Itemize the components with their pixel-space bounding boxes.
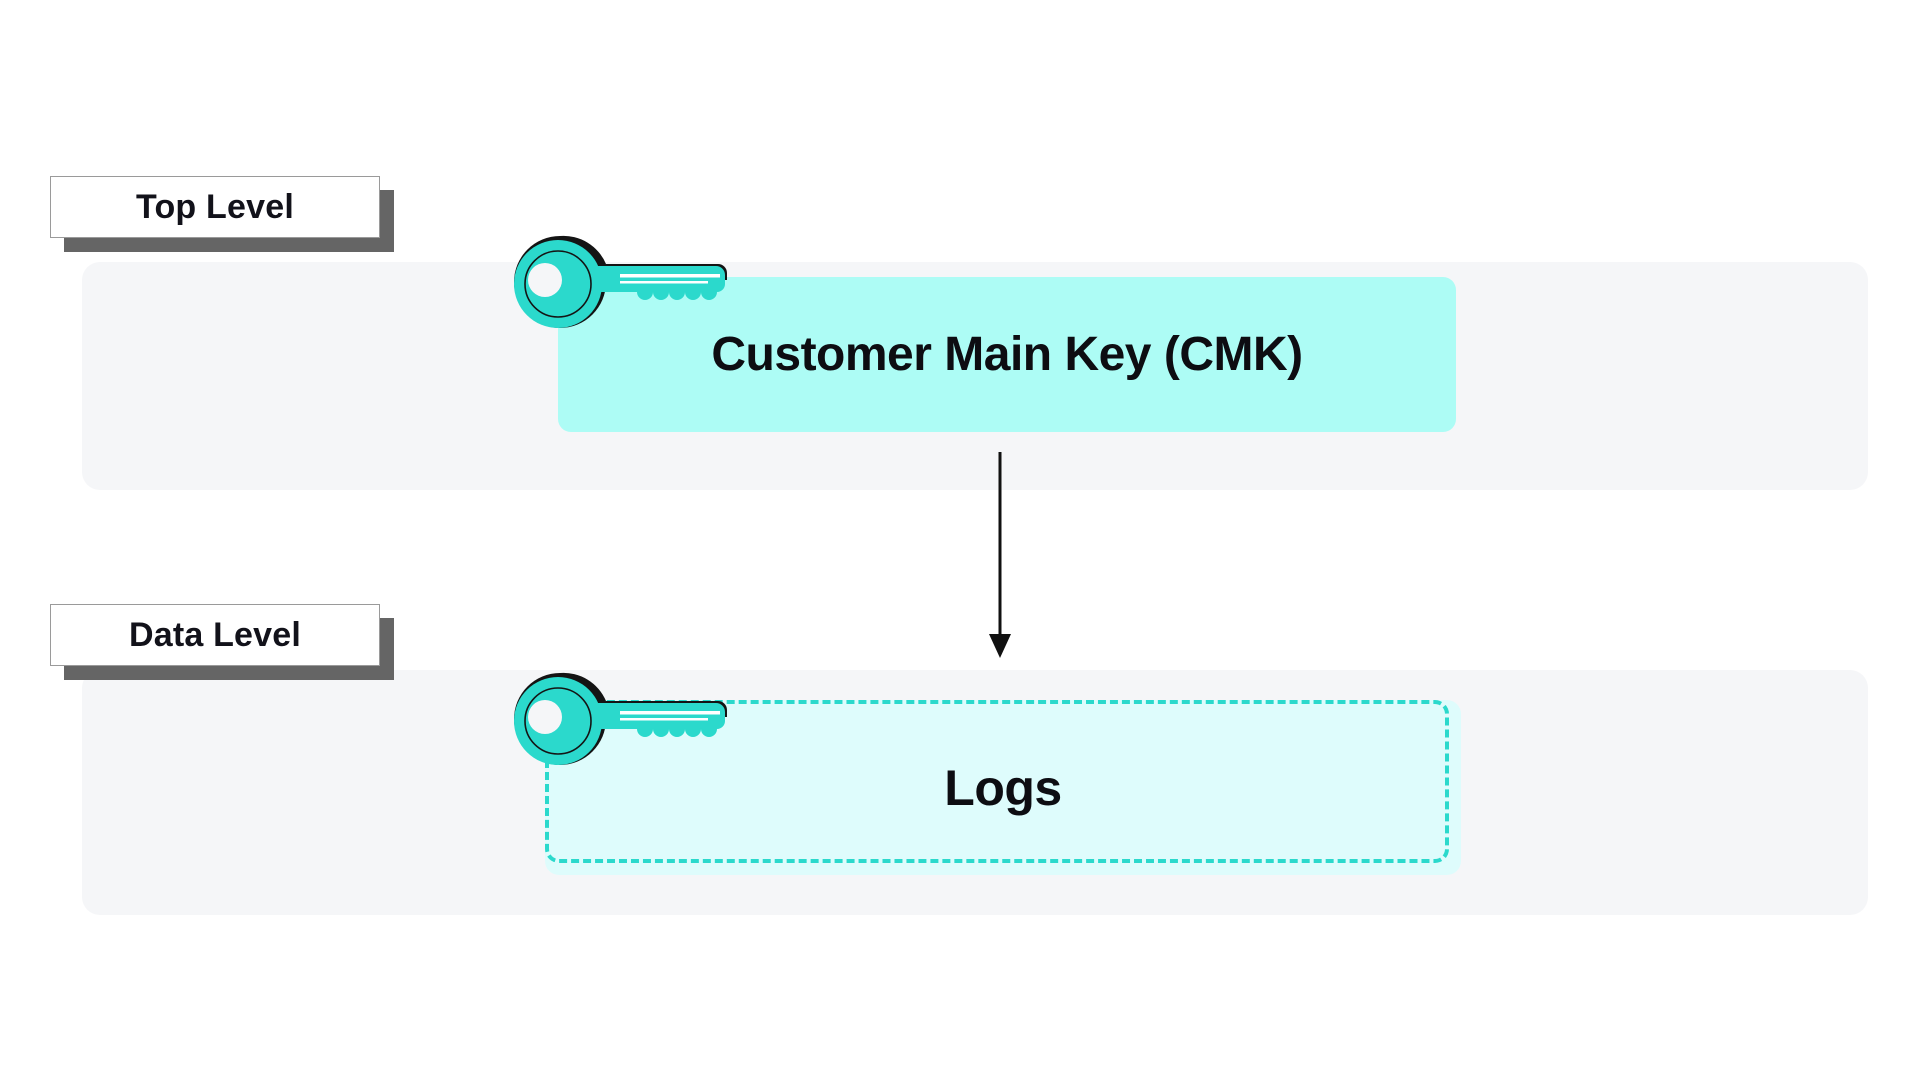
key-icon [514,235,727,328]
key-icon [514,672,727,765]
level-label-text: Data Level [128,615,302,654]
node-customer-main-key-label: Customer Main Key (CMK) [711,328,1303,381]
level-label-text: Top Level [136,187,294,226]
node-logs-label: Logs [944,759,1062,816]
level-label-box: Top Level [50,176,380,238]
node-customer-main-key[interactable]: Customer Main Key (CMK) [558,277,1456,432]
level-label-box: Data Level [50,604,380,666]
level-label-data-level: Data Level [50,604,394,680]
level-label-top-level: Top Level [50,176,394,252]
connector-arrow-cmk-to-logs [989,452,1011,658]
